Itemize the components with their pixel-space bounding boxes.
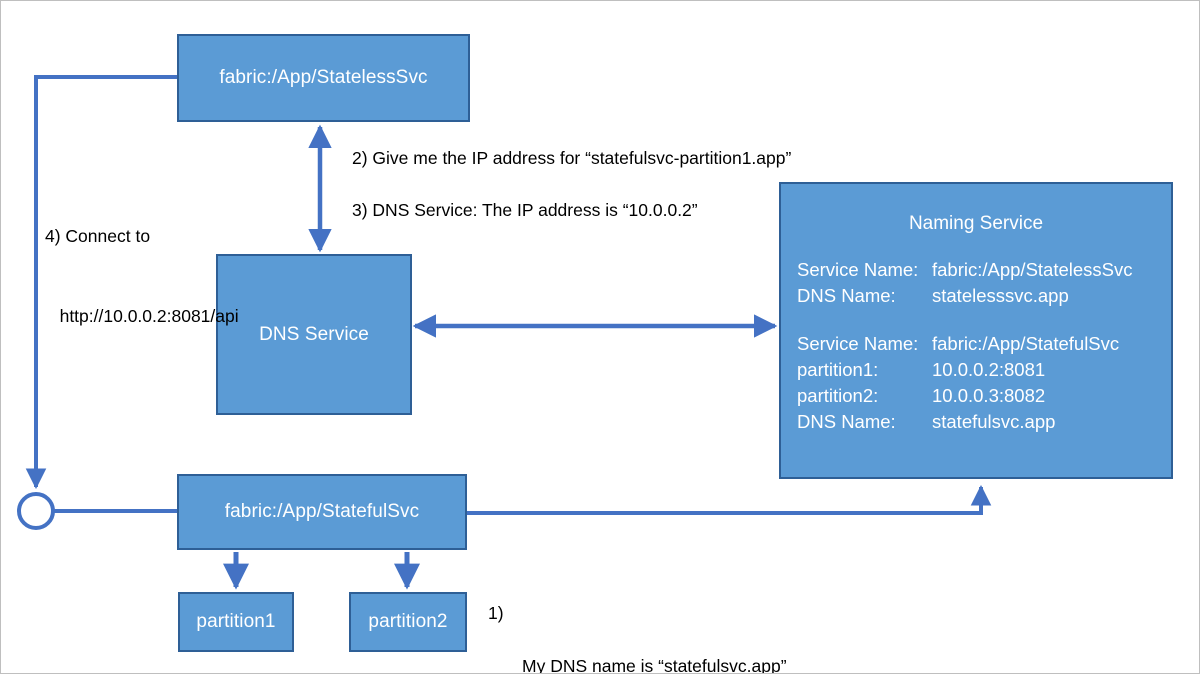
naming-entry-value: statelesssvc.app: [932, 285, 1069, 307]
connector-stateless-client: [25, 75, 177, 490]
annotation-step3: 3) DNS Service: The IP address is “10.0.…: [352, 200, 698, 220]
annotation-step4: 4) Connect to http://10.0.0.2:8081/api: [45, 170, 239, 383]
annotation-step2: 2) Give me the IP address for “statefuls…: [352, 148, 792, 168]
naming-entry-row: Service Name: fabric:/App/StatefulSvc: [797, 331, 1171, 357]
annotation-step1-body: 1) My DNS name is “statefulsvc.app” part…: [488, 600, 791, 674]
node-stateless-service[interactable]: fabric:/App/StatelessSvc: [177, 34, 470, 122]
naming-entry-value: fabric:/App/StatefulSvc: [932, 332, 1120, 354]
naming-entry-spacer: [797, 310, 1171, 331]
annotation-step1-lines: My DNS name is “statefulsvc.app” partiti…: [522, 600, 791, 674]
annotation-step4-line1: 4) Connect to: [45, 226, 151, 247]
naming-entry-key: DNS Name:: [797, 411, 896, 433]
naming-entry-key: partition1:: [797, 358, 879, 380]
node-naming-service[interactable]: Naming Service Service Name: fabric:/App…: [779, 182, 1173, 479]
naming-entry-value: fabric:/App/StatelessSvc: [932, 259, 1133, 280]
node-stateful-service[interactable]: fabric:/App/StatefulSvc: [177, 474, 467, 550]
endpoint-circle: [17, 492, 55, 530]
connector-stateful-naming: [467, 484, 992, 515]
node-stateful-service-label: fabric:/App/StatefulSvc: [224, 501, 420, 523]
naming-entry-row: DNS Name: statelesssvc.app: [797, 283, 1171, 309]
annotation-step1-line1: My DNS name is “statefulsvc.app”: [522, 656, 787, 674]
naming-entry-row: partition1: 10.0.0.2:8081: [797, 357, 1171, 383]
naming-service-title: Naming Service: [908, 213, 1044, 234]
node-partition2[interactable]: partition2: [349, 592, 467, 652]
node-partition1[interactable]: partition1: [178, 592, 294, 652]
naming-entry-key: Service Name:: [797, 332, 919, 354]
node-partition2-label: partition2: [368, 611, 448, 633]
naming-entry-key: Service Name:: [797, 259, 919, 280]
node-partition1-label: partition1: [196, 611, 276, 633]
naming-service-entries: Service Name: fabric:/App/StatelessSvc D…: [781, 257, 1171, 436]
node-stateless-service-label: fabric:/App/StatelessSvc: [219, 67, 428, 89]
naming-entry-key: DNS Name:: [797, 285, 896, 307]
annotation-step4-line2: http://10.0.0.2:8081/api: [45, 305, 239, 326]
naming-entry-row: DNS Name: statefulsvc.app: [797, 409, 1171, 435]
node-dns-service-label: DNS Service: [259, 323, 369, 345]
naming-entry-row: partition2: 10.0.0.3:8082: [797, 383, 1171, 409]
naming-entry-row: Service Name: fabric:/App/StatelessSvc: [797, 257, 1171, 283]
annotation-step1-number: 1): [488, 603, 504, 624]
naming-entry-value: 10.0.0.3:8082: [932, 385, 1046, 407]
naming-entry-key: partition2:: [797, 385, 879, 407]
node-dns-service[interactable]: DNS Service: [216, 254, 412, 415]
naming-entry-value: statefulsvc.app: [932, 411, 1056, 433]
naming-entry-value: 10.0.0.2:8081: [932, 358, 1046, 380]
annotation-step1: 1) My DNS name is “statefulsvc.app” part…: [488, 547, 791, 674]
